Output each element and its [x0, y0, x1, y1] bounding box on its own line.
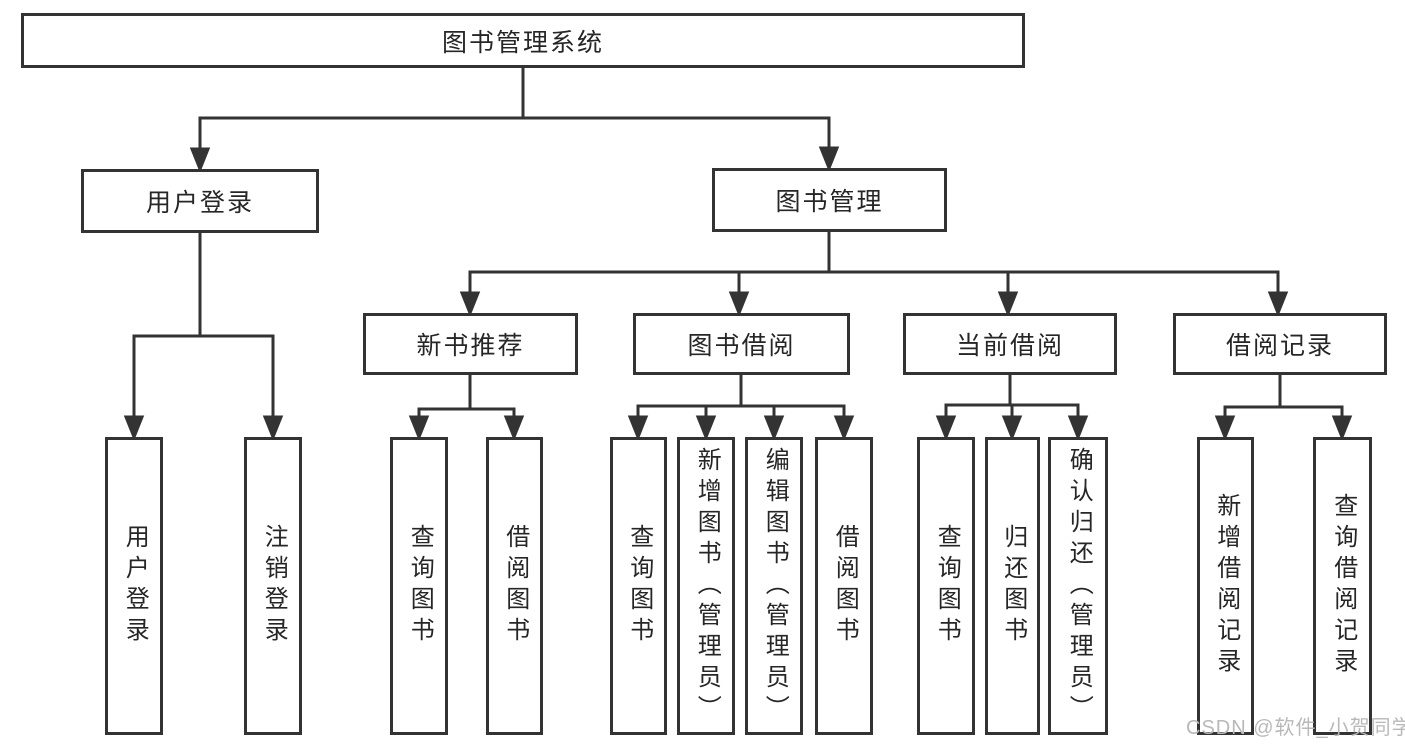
leaf-query-books-current: 查询图书: [917, 437, 975, 735]
arrow-down-icon: [459, 291, 481, 318]
arrow-down-icon: [997, 291, 1019, 318]
connector-user-login-children: [123, 233, 284, 442]
leaf-logout: 注销登录: [244, 437, 302, 735]
node-root: 图书管理系统: [21, 13, 1025, 68]
node-borrow-records: 借阅记录: [1173, 313, 1387, 375]
connector-new-books-children: [408, 375, 525, 442]
arrow-down-icon: [763, 415, 785, 442]
leaf-add-book-admin: 新增图书（管理员）: [677, 437, 735, 735]
arrow-down-icon: [1331, 415, 1353, 442]
leaf-borrow-books: 借阅图书: [815, 437, 873, 735]
arrow-down-icon: [1067, 415, 1089, 442]
leaf-query-books-recommend-label: 查询图书: [406, 524, 434, 648]
arrow-down-icon: [262, 415, 284, 442]
leaf-edit-book-admin: 编辑图书（管理员）: [745, 437, 803, 735]
leaf-query-books-recommend: 查询图书: [390, 437, 448, 735]
node-book-borrow: 图书借阅: [633, 313, 850, 375]
node-user-login-label: 用户登录: [145, 189, 254, 217]
node-current-borrow: 当前借阅: [903, 313, 1117, 375]
arrow-down-icon: [728, 291, 750, 318]
node-book-management-label: 图书管理: [775, 188, 884, 216]
leaf-query-books-borrow-label: 查询图书: [625, 524, 653, 648]
node-book-management: 图书管理: [712, 168, 947, 232]
leaf-query-borrow-record-label: 查询借阅记录: [1329, 493, 1357, 679]
node-new-book-recommend-label: 新书推荐: [416, 332, 525, 360]
arrow-down-icon: [1267, 291, 1289, 318]
leaf-return-book-label: 归还图书: [999, 524, 1027, 648]
leaf-query-borrow-record: 查询借阅记录: [1313, 437, 1372, 735]
connector-root-children: [189, 68, 840, 174]
arrow-down-icon: [1001, 415, 1023, 442]
leaf-query-books-borrow: 查询图书: [610, 437, 667, 735]
leaf-borrow-books-recommend-label: 借阅图书: [501, 524, 529, 648]
arrow-down-icon: [627, 415, 649, 442]
connector-book-borrow-children: [627, 375, 855, 442]
leaf-edit-book-admin-label: 编辑图书（管理员）: [761, 446, 789, 726]
connector-book-management-children: [459, 232, 1289, 318]
node-new-book-recommend: 新书推荐: [363, 313, 578, 375]
arrow-down-icon: [408, 415, 430, 442]
node-user-login: 用户登录: [81, 169, 319, 233]
leaf-user-login: 用户登录: [105, 437, 163, 735]
leaf-user-login-label: 用户登录: [121, 524, 149, 648]
node-current-borrow-label: 当前借阅: [955, 332, 1064, 360]
arrow-down-icon: [818, 146, 840, 173]
arrow-down-icon: [833, 415, 855, 442]
leaf-confirm-return-admin-label: 确认归还（管理员）: [1065, 446, 1093, 726]
watermark: CSDN @软件_小贺同学: [1186, 717, 1405, 739]
arrow-down-icon: [189, 147, 211, 174]
leaf-borrow-books-recommend: 借阅图书: [486, 437, 543, 735]
leaf-confirm-return-admin: 确认归还（管理员）: [1048, 437, 1108, 735]
connector-borrow-records-children: [1214, 375, 1353, 442]
arrow-down-icon: [935, 415, 957, 442]
leaf-add-borrow-record-label: 新增借阅记录: [1212, 493, 1240, 679]
leaf-borrow-books-label: 借阅图书: [831, 524, 859, 648]
node-borrow-records-label: 借阅记录: [1225, 332, 1334, 360]
node-book-borrow-label: 图书借阅: [687, 332, 796, 360]
leaf-add-borrow-record: 新增借阅记录: [1197, 437, 1254, 735]
node-root-label: 图书管理系统: [441, 28, 604, 57]
leaf-add-book-admin-label: 新增图书（管理员）: [693, 446, 721, 726]
leaf-logout-label: 注销登录: [260, 524, 288, 648]
leaf-query-books-current-label: 查询图书: [933, 524, 961, 648]
arrow-down-icon: [695, 415, 717, 442]
connector-current-borrow-children: [935, 375, 1089, 442]
arrow-down-icon: [123, 415, 145, 442]
arrow-down-icon: [503, 415, 525, 442]
arrow-down-icon: [1214, 415, 1236, 442]
leaf-return-book: 归还图书: [985, 437, 1040, 735]
